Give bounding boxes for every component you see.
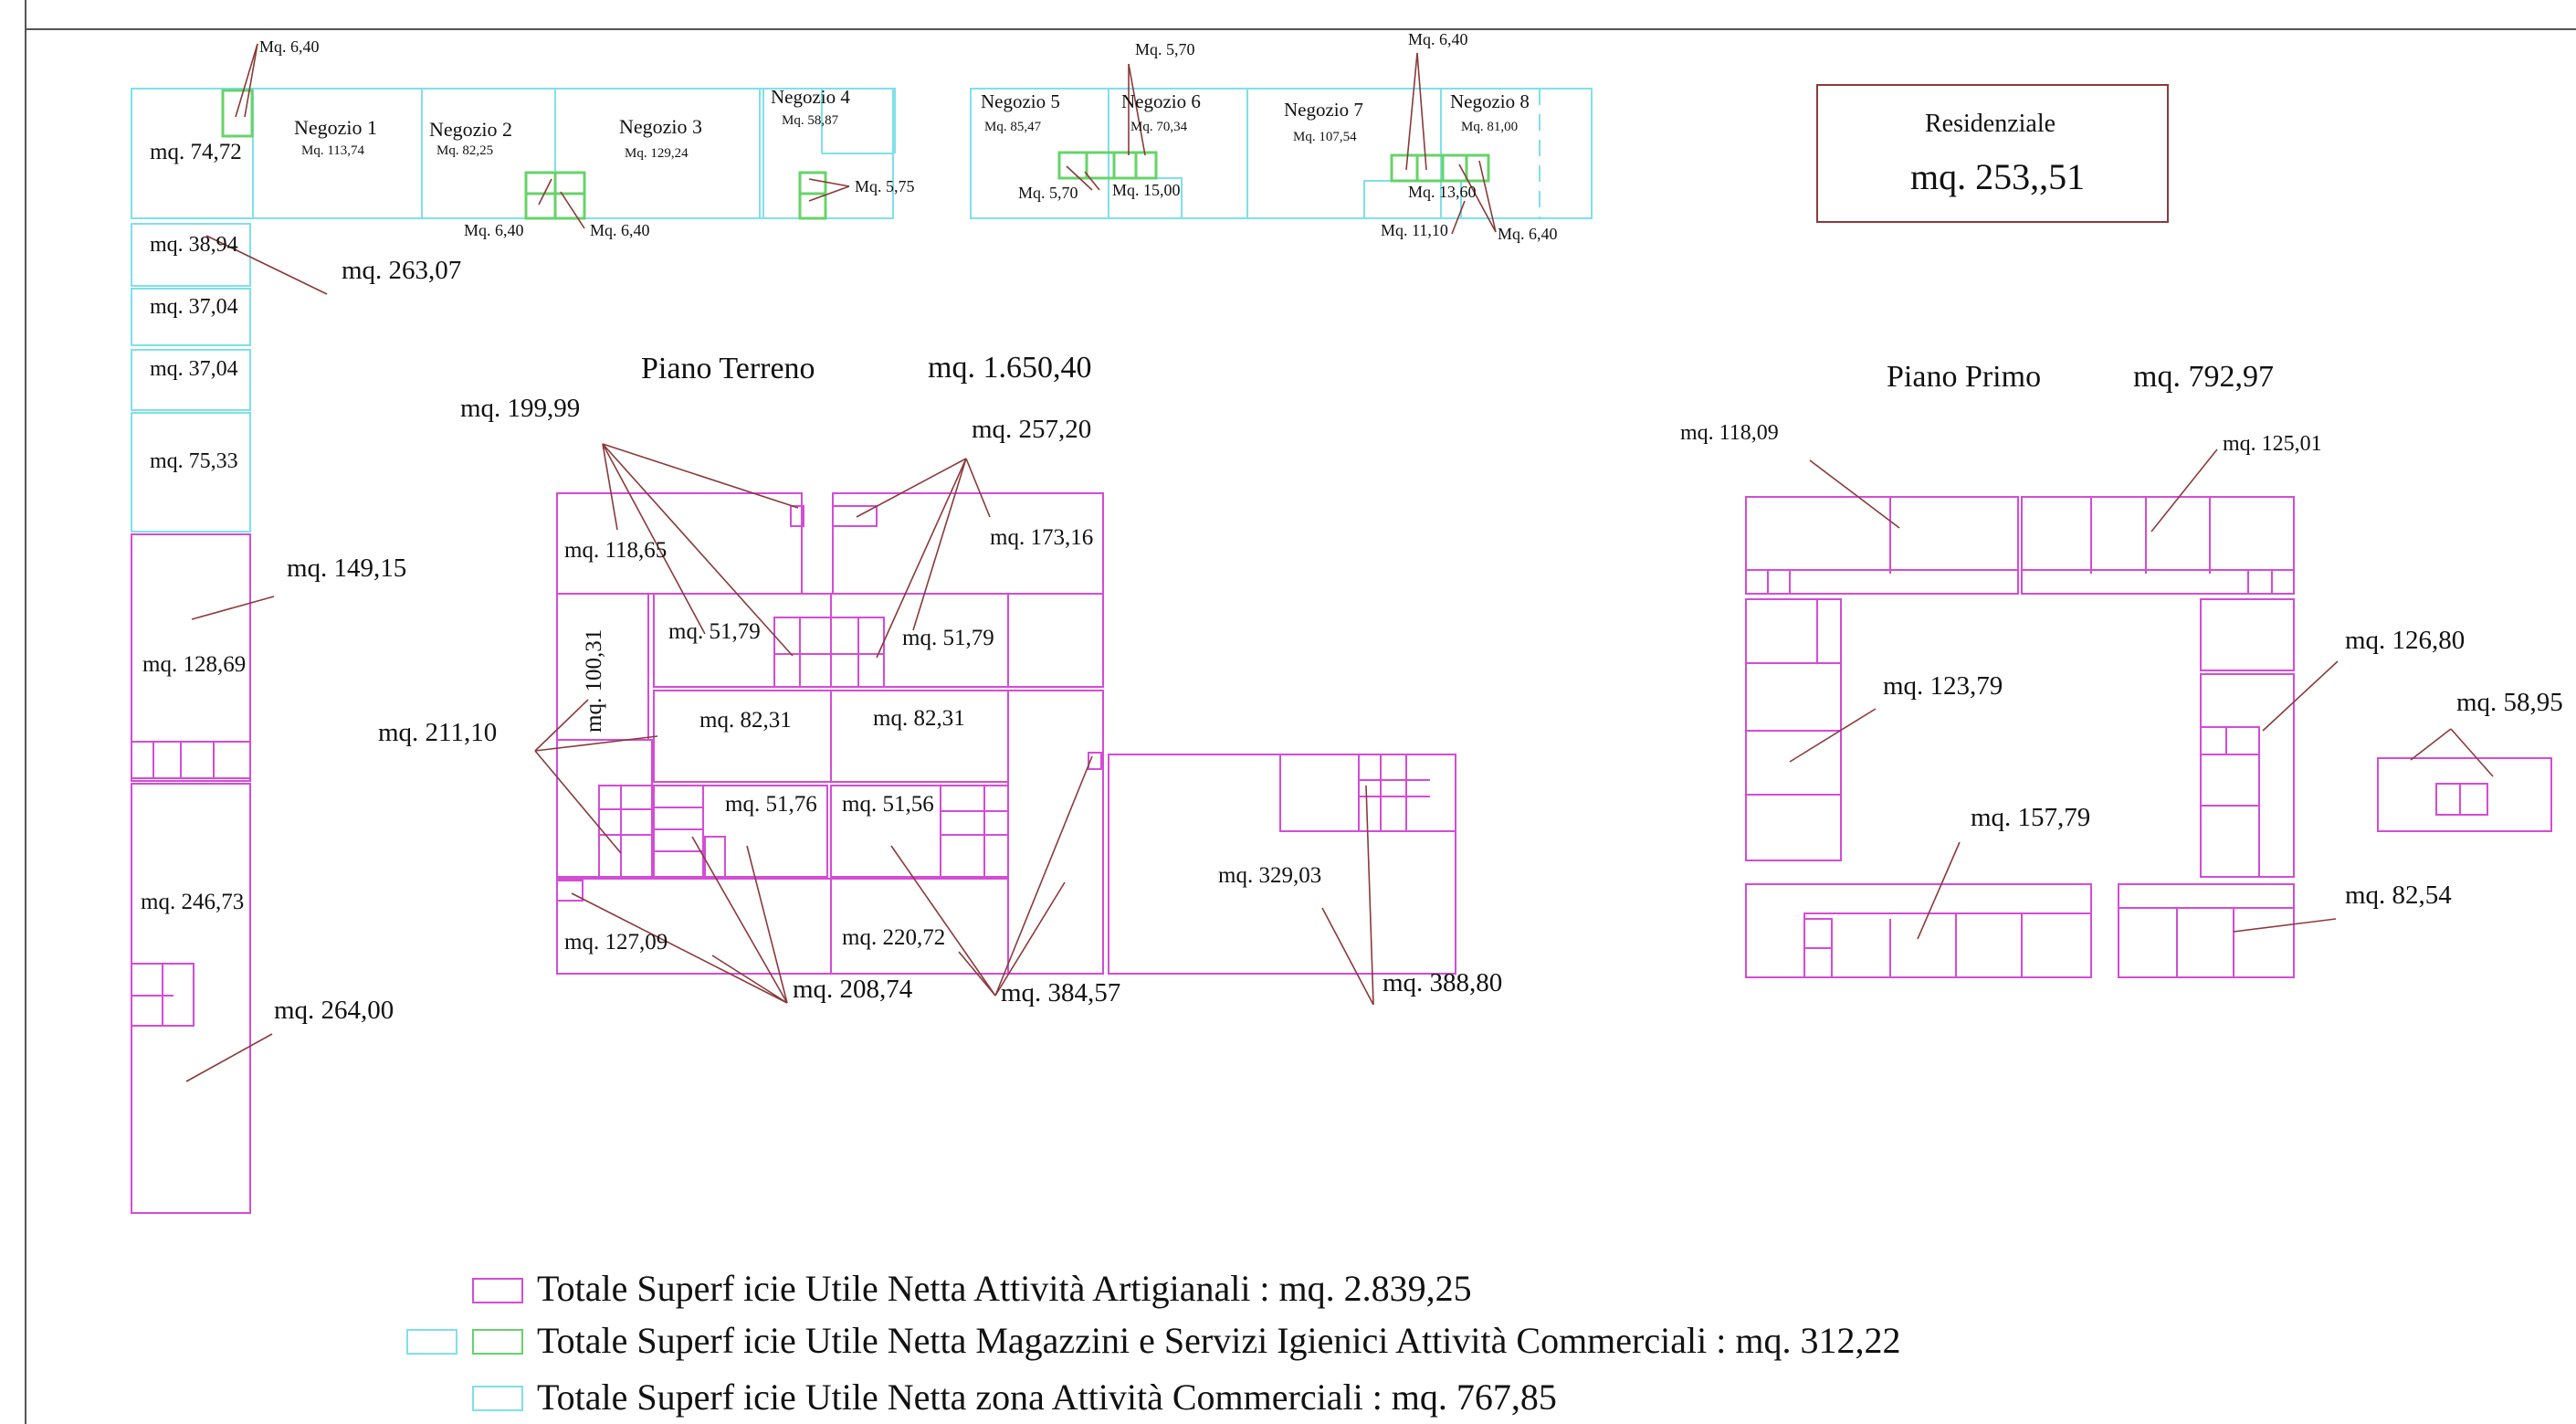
area-329-03: mq. 329,03 — [1218, 863, 1321, 888]
legend: Totale Superf icie Utile Netta Attività … — [406, 1268, 1900, 1418]
area-384-57: mq. 384,57 — [1001, 978, 1120, 1007]
left-column-cyan — [131, 223, 251, 533]
area-157-79: mq. 157,79 — [1971, 803, 2090, 832]
piano-primo-labels: mq. 118,09 mq. 125,01 mq. 126,80 mq. 123… — [1680, 421, 2563, 910]
area-173-16: mq. 173,16 — [990, 525, 1093, 550]
area-82-31-a: mq. 82,31 — [699, 708, 792, 733]
negozio-6-area: Mq. 70,34 — [1130, 120, 1188, 134]
label-mq-6-40-e: Mq. 6,40 — [1498, 225, 1558, 243]
area-128-69: mq. 128,69 — [142, 652, 246, 677]
area-82-54: mq. 82,54 — [2345, 881, 2452, 910]
label-mq-5-75: Mq. 5,75 — [855, 177, 915, 195]
area-388-80: mq. 388,80 — [1383, 968, 1502, 997]
area-74-72: mq. 74,72 — [150, 140, 242, 164]
legend-swatch-commerciali — [472, 1386, 523, 1411]
negozio-5-label: Negozio 5 — [981, 90, 1060, 112]
legend-item-commerciali: Totale Superf icie Utile Netta zona Atti… — [537, 1377, 1557, 1418]
area-51-79-b: mq. 51,79 — [902, 626, 994, 650]
label-mq-11-10: Mq. 11,10 — [1381, 221, 1448, 239]
negozio-2-label: Negozio 2 — [429, 118, 512, 141]
piano-primo-plan — [1745, 496, 2552, 978]
area-37-04-b: mq. 37,04 — [150, 357, 238, 381]
residenziale-box — [1816, 84, 2169, 223]
piano-terreno-title: Piano Terreno — [641, 352, 815, 385]
left-column-labels: mq. 74,72 mq. 38,94 mq. 263,07 mq. 37,04… — [141, 140, 461, 1025]
label-mq-5-70-top: Mq. 5,70 — [1135, 40, 1195, 58]
legend-swatch-commerciali-cyan — [406, 1329, 457, 1355]
negozio-1-area: Mq. 113,74 — [301, 143, 365, 158]
negozio-6-label: Negozio 6 — [1121, 90, 1201, 112]
area-75-33: mq. 75,33 — [150, 449, 238, 473]
left-column-pink — [131, 533, 251, 1214]
legend-swatch-artigianali — [472, 1278, 523, 1303]
area-257-20: mq. 257,20 — [972, 415, 1091, 444]
piano-terreno-labels: mq. 199,99 mq. 257,20 mq. 118,65 mq. 173… — [378, 394, 1502, 1007]
residenziale-area: mq. 253,,51 — [1910, 156, 2085, 197]
piano-primo-title: Piano Primo — [1887, 360, 2041, 394]
area-37-04-a: mq. 37,04 — [150, 295, 238, 319]
service-area-labels: Mq. 6,40 Mq. 6,40 Mq. 6,40 Mq. 5,75 Mq. … — [259, 30, 1558, 243]
negozio-3-area: Mq. 129,24 — [625, 146, 689, 161]
area-199-99: mq. 199,99 — [460, 394, 580, 423]
piano-primo-area: mq. 792,97 — [2133, 360, 2274, 394]
area-51-79-a: mq. 51,79 — [668, 619, 761, 644]
area-125-01: mq. 125,01 — [2223, 432, 2322, 456]
label-mq-13-60: Mq. 13,60 — [1408, 183, 1477, 201]
label-mq-6-40-a: Mq. 6,40 — [259, 37, 320, 56]
label-mq-5-70-bottom: Mq. 5,70 — [1018, 184, 1078, 202]
negozio-2-area: Mq. 82,25 — [436, 143, 493, 158]
piano-terreno-plan — [556, 492, 1456, 975]
negozio-8-label: Negozio 8 — [1450, 90, 1530, 112]
area-38-94: mq. 38,94 — [150, 233, 238, 257]
label-mq-6-40-b: Mq. 6,40 — [464, 221, 524, 239]
legend-item-magazzini: Totale Superf icie Utile Netta Magazzini… — [537, 1320, 1900, 1361]
area-58-95: mq. 58,95 — [2456, 688, 2563, 717]
area-126-80: mq. 126,80 — [2345, 626, 2465, 655]
negozio-4-area: Mq. 58,87 — [782, 113, 839, 128]
negozio-3-label: Negozio 3 — [619, 115, 702, 138]
area-51-76: mq. 51,76 — [725, 792, 817, 817]
negozio-1-label: Negozio 1 — [294, 116, 377, 139]
area-82-31-b: mq. 82,31 — [873, 706, 965, 731]
legend-item-artigianali: Totale Superf icie Utile Netta Attività … — [537, 1268, 1472, 1309]
area-264-00: mq. 264,00 — [274, 996, 394, 1025]
negozio-7-label: Negozio 7 — [1284, 99, 1363, 121]
negozio-7-area: Mq. 107,54 — [1293, 130, 1357, 144]
label-mq-15-00: Mq. 15,00 — [1112, 181, 1181, 199]
piano-terreno-area: mq. 1.650,40 — [928, 351, 1091, 385]
area-123-79: mq. 123,79 — [1883, 671, 2003, 701]
area-263-07: mq. 263,07 — [342, 256, 461, 285]
area-127-09: mq. 127,09 — [564, 930, 668, 955]
legend-swatch-servizi-green — [472, 1329, 523, 1355]
shop-labels: Negozio 1 Mq. 113,74 Negozio 2 Mq. 82,25… — [294, 86, 1530, 161]
negozio-5-area: Mq. 85,47 — [984, 120, 1042, 134]
residenziale-labels: Residenziale mq. 253,,51 — [1910, 110, 2085, 197]
area-118-65: mq. 118,65 — [564, 538, 667, 563]
area-100-31: mq. 100,31 — [582, 629, 606, 733]
area-51-56: mq. 51,56 — [842, 792, 934, 817]
label-mq-6-40-d: Mq. 6,40 — [1408, 30, 1468, 48]
area-118-09: mq. 118,09 — [1680, 421, 1779, 445]
area-208-74: mq. 208,74 — [793, 975, 913, 1004]
leader-lines — [185, 43, 2494, 1082]
label-mq-6-40-c: Mq. 6,40 — [590, 221, 650, 239]
area-149-15: mq. 149,15 — [287, 554, 406, 583]
area-211-10: mq. 211,10 — [378, 718, 497, 747]
negozio-8-area: Mq. 81,00 — [1461, 120, 1518, 134]
residenziale-label: Residenziale — [1925, 110, 2056, 138]
area-246-73: mq. 246,73 — [141, 890, 244, 914]
negozio-4-label: Negozio 4 — [771, 86, 850, 108]
floor-titles: Piano Terreno mq. 1.650,40 Piano Primo m… — [641, 351, 2274, 394]
area-220-72: mq. 220,72 — [842, 925, 945, 950]
shops-block-left — [131, 88, 896, 219]
